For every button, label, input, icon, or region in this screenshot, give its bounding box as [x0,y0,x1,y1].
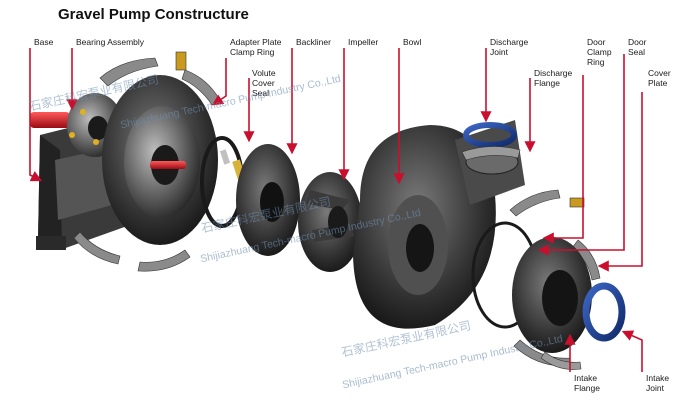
label-cover-plate-line2: Plate [648,78,668,88]
label-adapter-plate: Adapter Plate Clamp Ring [230,37,282,57]
label-door-seal: Door Seal [628,37,646,57]
label-adapter-plate-line2: Clamp Ring [230,47,275,57]
label-door-clamp-line1: Door [587,37,606,47]
label-intake-joint-line1: Intake [646,373,670,383]
label-discharge-flange-line2: Flange [534,78,560,88]
leader-door-clamp [542,75,584,244]
label-intake-flange-line1: Intake [574,373,598,383]
label-cover-plate: Cover Plate [648,68,671,88]
intake-flange-part [540,351,582,370]
label-discharge-joint-line1: Discharge [490,37,529,47]
cover-plate-part [512,237,592,353]
label-door-clamp-ring: Door Clamp Ring [587,37,612,67]
discharge-joint-part [463,122,517,148]
leader-intake-joint [621,330,643,372]
label-discharge-flange-line1: Discharge [534,68,573,78]
intake-joint-part [582,282,626,342]
label-discharge-flange: Discharge Flange [534,68,572,88]
label-volute-line2: Cover [252,78,275,88]
leader-lines [29,48,643,372]
label-impeller: Impeller [348,37,379,47]
bowl-part [353,120,525,329]
impeller-part [298,172,362,272]
label-door-seal-line1: Door [628,37,647,47]
discharge-flange-part [461,146,521,161]
label-adapter-plate-line1: Adapter Plate [230,37,282,47]
label-bowl: Bowl [403,37,422,47]
label-volute-line3: Seal [252,88,270,98]
label-backliner: Backliner [296,37,331,47]
adapter-plate-part [102,75,218,245]
label-bearing-assembly: Bearing Assembly [76,37,145,47]
leader-adapter [212,58,227,106]
label-door-clamp-line3: Ring [587,57,605,67]
label-volute-line1: Volute [252,68,276,78]
label-intake-joint-line2: Joint [646,383,664,393]
leader-cover-plate [597,92,643,272]
backliner-part [236,144,300,256]
leader-base [29,48,43,182]
label-discharge-joint: Discharge Joint [490,37,528,57]
leader-door-seal [537,54,625,256]
label-intake-flange: Intake Flange [574,373,600,393]
diagram-title: Gravel Pump Constructure [58,6,249,23]
label-volute-cover-seal: Volute Cover Seal [252,68,276,98]
label-discharge-joint-line2: Joint [490,47,508,57]
shaft-end [30,112,70,128]
clamp-ring-segments-left [73,51,221,272]
label-intake-flange-line2: Flange [574,383,600,393]
label-base: Base [34,37,54,47]
label-door-seal-line2: Seal [628,47,646,57]
label-cover-plate-line1: Cover [648,68,671,78]
label-intake-joint: Intake Joint [646,373,669,393]
label-door-clamp-line2: Clamp [587,47,612,57]
